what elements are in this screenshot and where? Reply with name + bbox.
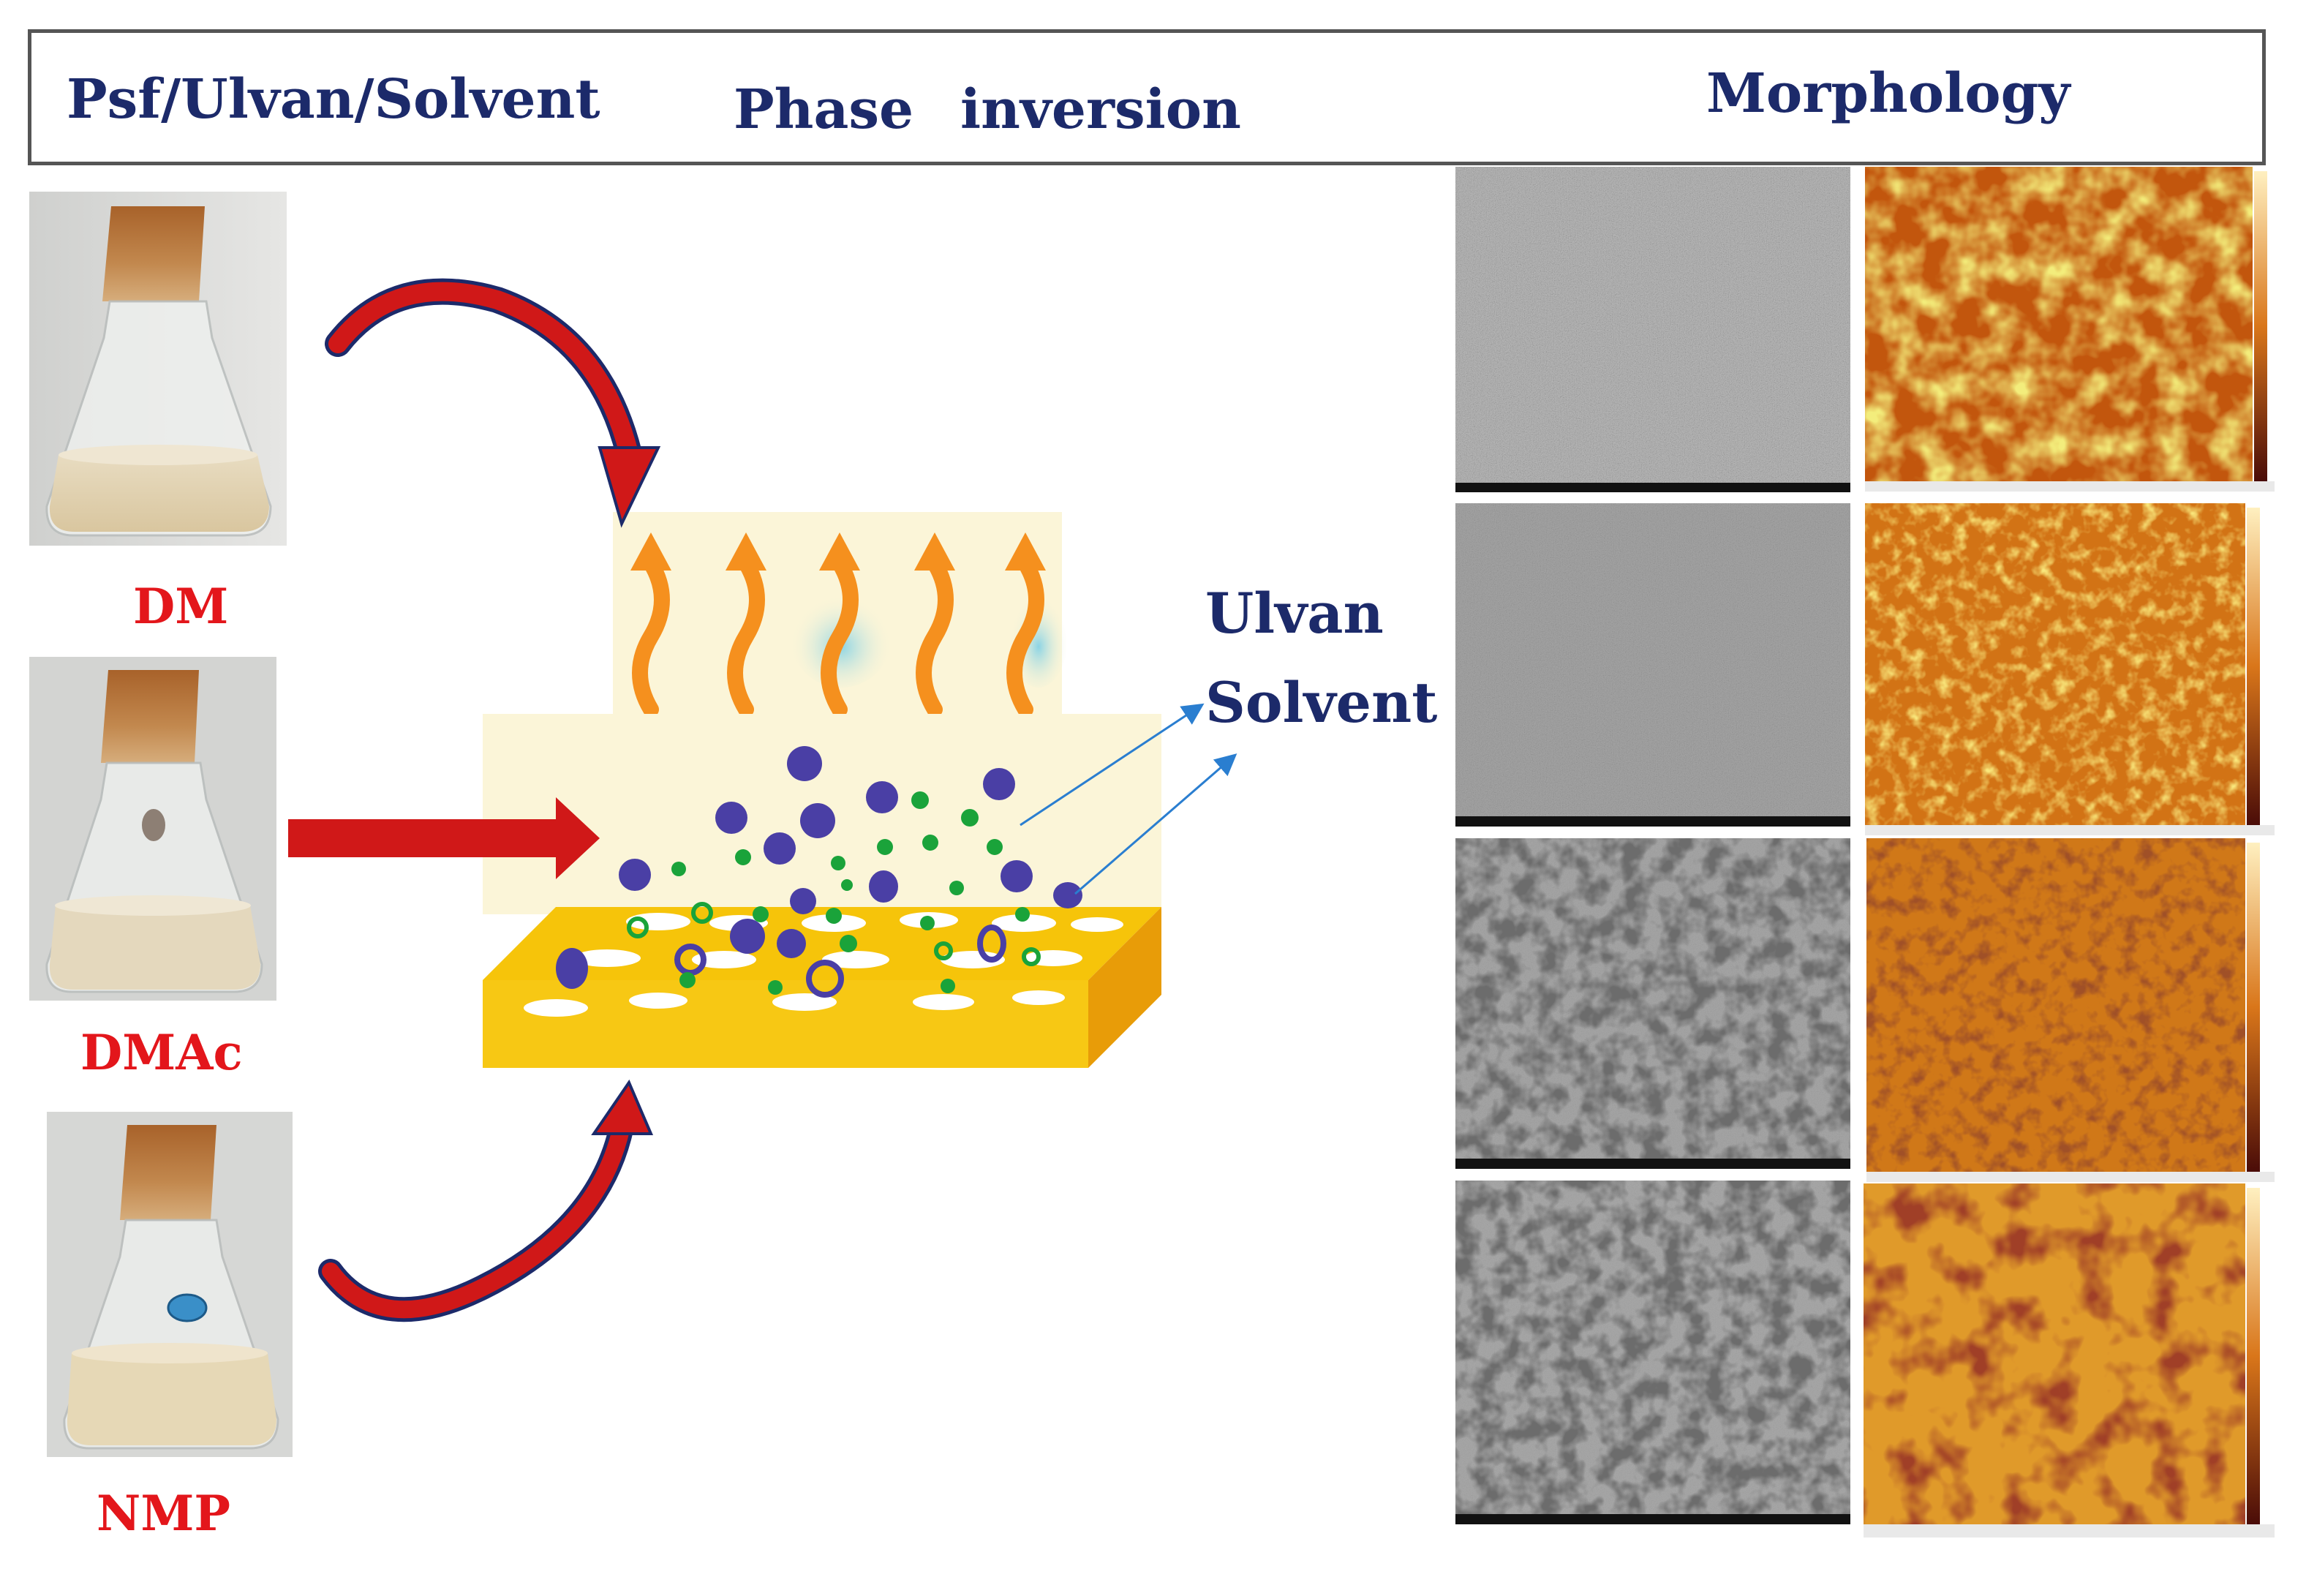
flask-nmp-image	[47, 1112, 293, 1457]
header-stage-phase: Phase	[734, 78, 914, 141]
sem-image-row4	[1455, 1181, 1850, 1524]
release-arrows	[1020, 703, 1237, 895]
flask-dm-image	[29, 192, 287, 546]
header-stage-morphology: Morphology	[1706, 62, 2070, 125]
sem-image-dm	[1455, 167, 1850, 492]
afm-image-nmp	[1866, 838, 2275, 1182]
red-arrow-middle	[288, 797, 600, 879]
released-solvent-label: Solvent	[1205, 670, 1438, 735]
solvent-label-dm: DM	[133, 578, 229, 635]
sem-image-dmac	[1455, 503, 1850, 827]
afm-image-dm	[1865, 167, 2275, 492]
afm-image-dmac	[1865, 503, 2275, 835]
membrane-slab	[483, 907, 1161, 1068]
ulvan-particles	[556, 746, 1082, 989]
vapor-arrows	[632, 555, 1044, 718]
released-ulvan-label: Ulvan	[1205, 581, 1384, 646]
solvent-label-dmac: DMAc	[80, 1024, 243, 1081]
stage-header: Psf/Ulvan/Solvent Phase inversion Morpho…	[28, 29, 2266, 165]
phase-inversion-diagram	[288, 278, 1237, 1322]
solvent-label-nmp: NMP	[97, 1485, 231, 1542]
header-stage-solution: Psf/Ulvan/Solvent	[67, 68, 600, 131]
solvent-particles	[671, 791, 1030, 995]
morphology-grid	[1455, 167, 2289, 1586]
afm-image-row4	[1864, 1183, 2275, 1537]
sem-image-nmp	[1455, 838, 1850, 1169]
red-arrow-top	[325, 278, 661, 528]
red-arrow-bottom	[318, 1079, 654, 1322]
header-stage-inversion: inversion	[960, 78, 1241, 141]
flask-dmac-image	[29, 657, 276, 1001]
